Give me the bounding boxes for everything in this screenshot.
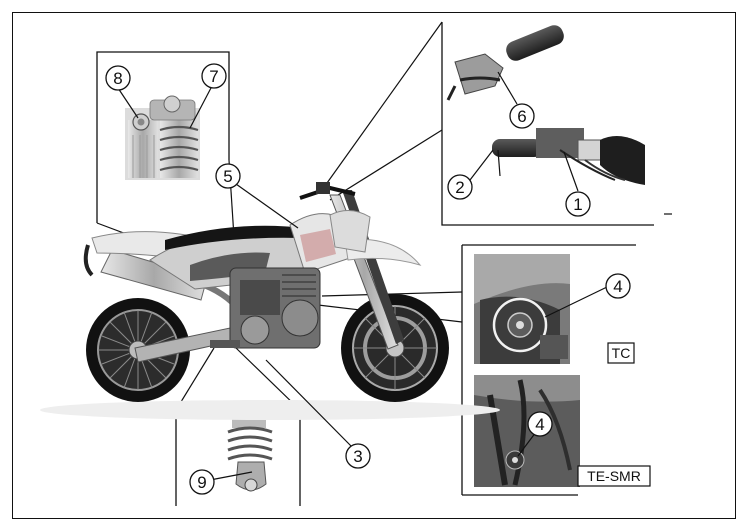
inset-tc [317,244,636,496]
callout-4-tc: 4 [605,273,631,299]
callout-9: 9 [189,469,215,495]
inset-rear-shock [96,51,237,271]
callout-label-5: 5 [223,167,232,186]
inset-shock-spring [175,347,301,506]
variant-tag-tc: TC [612,345,631,361]
motorcycle-photo [40,182,500,420]
callout-7: 7 [201,63,227,89]
callout-label-7: 7 [209,67,218,86]
callout-8: 8 [105,65,131,91]
figure-frame [12,12,736,519]
callout-label-6: 6 [517,107,526,126]
callout-label-3: 3 [353,447,362,466]
inset-handlebar [321,21,672,226]
callout-3: 3 [345,443,371,469]
callout-6: 6 [509,103,535,129]
callout-1: 1 [565,191,591,217]
callout-label-9: 9 [197,473,206,492]
callout-5: 5 [215,163,241,189]
callout-label-8: 8 [113,69,122,88]
callout-label-4-te-smr: 4 [535,415,544,434]
inset-te-smr [474,375,651,487]
leader-lines [117,71,608,481]
callout-2: 2 [447,174,473,200]
callout-label-1: 1 [573,195,582,214]
callout-4-te-smr: 4 [527,411,553,437]
variant-tag-te-smr: TE-SMR [587,468,641,484]
callout-label-2: 2 [455,178,464,197]
callout-label-4-tc: 4 [613,277,622,296]
